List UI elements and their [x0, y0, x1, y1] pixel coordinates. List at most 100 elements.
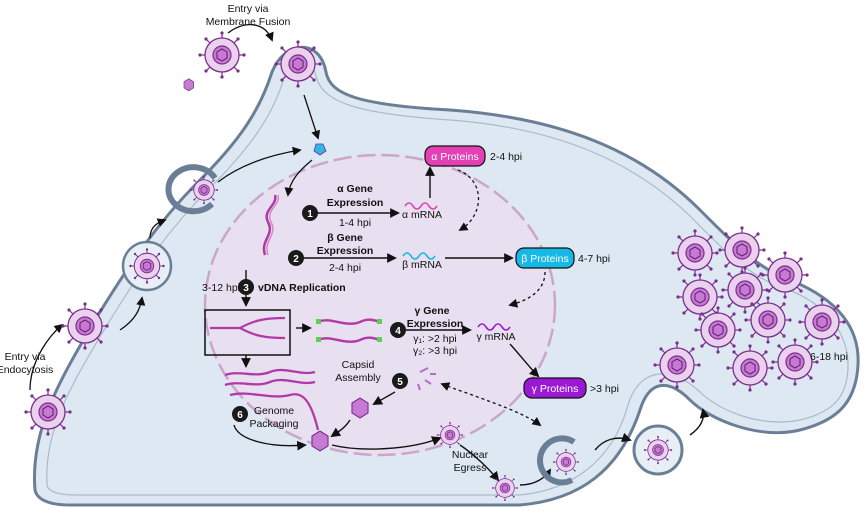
capsid-label-2: Assembly	[335, 372, 381, 384]
vesicle-icon	[537, 435, 576, 486]
alpha-time: 1-4 hpi	[339, 217, 371, 229]
packaging-label-2: Packaging	[249, 418, 298, 430]
step-5-circle	[392, 373, 408, 389]
alpha-proteins-label: α Proteins	[431, 151, 479, 163]
egress-arrow-2	[519, 468, 552, 486]
virion-icon	[760, 250, 810, 300]
cell-membrane-inner	[46, 61, 849, 496]
vesicle-to-nucleus-arrow	[217, 146, 302, 183]
alpha-proteins-box	[424, 145, 486, 167]
nuclear-egress-arrow	[331, 436, 442, 450]
gamma2-time: γ₂: >3 hpi	[413, 345, 457, 357]
capsid-to-packaging-arrow	[330, 419, 351, 438]
virion-icon	[643, 435, 673, 465]
capsid-hexagon-icon	[313, 143, 327, 156]
dna-strand-icon	[266, 194, 280, 256]
virion-icon	[491, 474, 519, 502]
virion-icon	[717, 225, 767, 275]
step-6-circle	[232, 406, 248, 422]
release-time: 6-18 hpi	[810, 351, 848, 363]
capsid-subunit-icon	[417, 367, 436, 391]
entry-endo-label-2: Endocytosis	[0, 364, 53, 376]
dna-strand-icon	[317, 318, 381, 325]
dna-strand-icon	[262, 194, 277, 256]
step-6-number: 6	[237, 410, 243, 421]
beta-proteins-label: β Proteins	[521, 253, 568, 265]
alpha-proteins-time: 2-4 hpi	[490, 151, 522, 163]
virion-icon	[670, 228, 720, 278]
entry-fusion-label-1: Entry via	[228, 3, 269, 15]
virion-icon	[743, 295, 793, 345]
dna-end-marker	[316, 337, 321, 342]
beta-time: 2-4 hpi	[329, 262, 361, 274]
dna-end-marker	[316, 319, 321, 324]
capsid-arrow	[372, 391, 396, 405]
genome-arrow	[284, 159, 313, 197]
beta-mrna: β mRNA	[402, 259, 442, 271]
replication-fork-box	[204, 309, 291, 356]
dna-end-marker	[377, 319, 382, 324]
step-4-number: 4	[395, 326, 401, 337]
step-5-number: 5	[397, 377, 403, 388]
step-2-number: 2	[293, 254, 299, 265]
capsid-hexagon-icon	[351, 397, 369, 419]
release-arrow	[689, 408, 710, 436]
dna-strand-icon	[224, 378, 316, 387]
replication-label: vDNA Replication	[258, 282, 346, 294]
step-2-circle	[288, 250, 304, 266]
virion-icon	[652, 340, 702, 390]
beta-proteins-box	[515, 247, 575, 269]
capsid-hexagon-icon	[311, 430, 329, 452]
step-1-circle	[302, 205, 318, 221]
alpha-gene-label-2: Expression	[327, 197, 384, 209]
beta-gene-label-2: Expression	[317, 245, 374, 257]
step-1-number: 1	[307, 209, 313, 220]
vesicle-arrow	[594, 432, 632, 451]
virion-icon	[189, 175, 219, 205]
beta-feedback-arrow	[508, 271, 546, 308]
dna-strand-icon	[210, 316, 286, 340]
mrna-icon	[402, 252, 436, 260]
gamma-gene-label-2: Expression	[407, 318, 464, 330]
mrna-icon	[404, 202, 438, 210]
step-4-circle	[390, 322, 406, 338]
entry-endo-label-1: Entry via	[5, 351, 46, 363]
egress-arrow	[459, 444, 500, 482]
step-3-number: 3	[243, 283, 249, 294]
packaging-label-1: Genome	[254, 405, 294, 417]
gamma-proteins-label: γ Proteins	[532, 383, 579, 395]
dna-strand-icon	[224, 368, 316, 377]
dna-end-marker	[377, 337, 382, 342]
nuclear-label-2: Egress	[454, 462, 487, 474]
virion-icon	[436, 421, 464, 449]
virion-icon	[693, 305, 743, 355]
vesicle-arrow	[149, 218, 167, 239]
gamma-mrna: γ mRNA	[476, 331, 515, 343]
virion-icon	[128, 247, 166, 285]
virion-icon	[23, 387, 73, 437]
entry-fusion-label-2: Membrane Fusion	[206, 16, 291, 28]
dna-strand-icon	[317, 336, 381, 343]
gamma-protein-arrow	[509, 343, 540, 378]
virion-icon	[725, 343, 775, 393]
gamma-gene-label-1: γ Gene	[414, 305, 449, 317]
gamma1-time: γ₁: >2 hpi	[413, 333, 457, 345]
nuclear-label-1: Nuclear	[452, 449, 489, 461]
capsid-hexagon-icon	[183, 78, 194, 92]
mrna-icon	[477, 323, 511, 331]
virion-icon	[197, 30, 247, 80]
virion-icon	[552, 448, 580, 476]
virion-icon	[60, 301, 110, 351]
virion-icon	[797, 297, 847, 347]
vesicle-icon	[165, 164, 218, 215]
virion-icon	[273, 39, 323, 89]
alpha-feedback-arrow	[457, 169, 480, 231]
endo-arrow	[29, 323, 64, 391]
beta-proteins-time: 4-7 hpi	[578, 253, 610, 265]
endo-arrow-2	[119, 296, 146, 331]
alpha-gene-label-1: α Gene	[337, 183, 373, 195]
capsid-label-1: Capsid	[342, 359, 375, 371]
beta-gene-label-1: β Gene	[327, 232, 363, 244]
